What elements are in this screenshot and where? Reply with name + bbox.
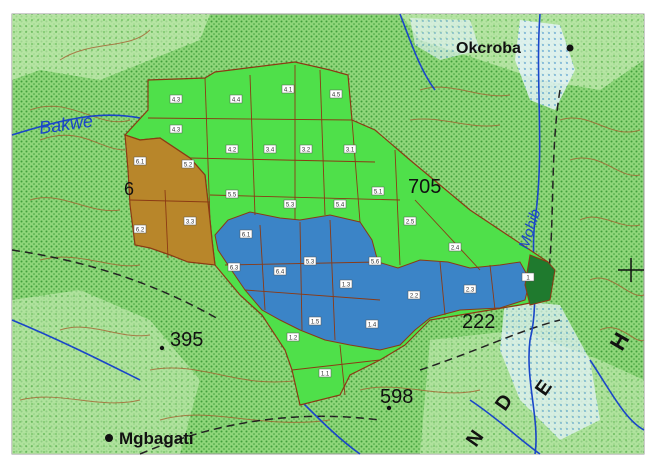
cell-label-text: 4.4	[232, 98, 241, 104]
cell-label-text: 1.2	[289, 336, 298, 342]
cell-label-text: 6.1	[242, 233, 251, 239]
cell-label: 6.1	[239, 229, 253, 239]
cell-label: 1.1	[318, 368, 332, 378]
cell-label-text: 3.3	[186, 220, 195, 226]
height-598-marker	[386, 405, 392, 411]
cell-label: 2.3	[463, 284, 477, 294]
cell-label-text: 2.3	[466, 288, 475, 294]
cell-label-text: 2.5	[406, 220, 415, 226]
cell-label-text: 6.1	[136, 160, 145, 166]
cell-label-text: 4.2	[228, 148, 237, 154]
water-marsh-patch	[515, 20, 575, 110]
cell-label-text: 5.3	[306, 260, 315, 266]
cell-label-text: 4.5	[332, 93, 341, 99]
contour-lines	[19, 29, 645, 423]
cell-label-text: 5.5	[228, 193, 237, 199]
mgbagati-label: Mgbagati	[119, 429, 194, 448]
cell-label: 2.4	[448, 242, 462, 252]
cell-label: 3.4	[263, 144, 277, 154]
grid-cross-marker	[618, 258, 644, 282]
cell-labels: 4.3 4.4 4.1 4.5 4.3 4.2 3.4 3.2 3.1 5.1 5.2 5.5 5.3 5…	[133, 84, 535, 378]
okcroba-marker[interactable]	[566, 44, 574, 52]
cell-label: 4.3	[169, 124, 183, 134]
cell-label-text: 1.1	[321, 372, 330, 378]
cell-label: 6.4	[273, 266, 287, 276]
cell-label: 4.3	[169, 94, 183, 104]
cell-label-text: 3.4	[266, 148, 275, 154]
cell-label-text: 6.3	[230, 266, 239, 272]
cell-label-text: 1	[526, 276, 530, 282]
cell-label-text: 5.4	[336, 203, 345, 209]
cell-label: 2.5	[403, 216, 417, 226]
cell-label-text: 5.6	[371, 260, 380, 266]
cell-label-text: 4.1	[284, 88, 293, 94]
cell-label: 5.1	[371, 186, 385, 196]
light-terrain-patch	[12, 290, 200, 454]
cell-label: 3.2	[299, 144, 313, 154]
cell-label: 1.2	[286, 332, 300, 342]
height-395-label: 395	[170, 329, 203, 351]
cell-label-text: 1.5	[311, 320, 320, 326]
cell-label: 6.2	[133, 224, 147, 234]
cell-label-text: 5.3	[286, 203, 295, 209]
cell-label: 3.3	[183, 216, 197, 226]
cell-label: 5.3	[303, 256, 317, 266]
bakwe-river	[11, 114, 141, 136]
cell-label: 4.2	[225, 144, 239, 154]
survey-area[interactable]: 4.3 4.4 4.1 4.5 4.3 4.2 3.4 3.2 3.1 5.1 5.2 5.5 5.3 5…	[123, 61, 556, 406]
cell-label-text: 1.4	[368, 323, 377, 329]
cell-label: 1	[521, 272, 535, 282]
cell-label-text: 1.3	[342, 283, 351, 289]
cell-label-text: 3.2	[302, 148, 311, 154]
height-598-label: 598	[380, 386, 413, 408]
cell-label-text: 5.2	[184, 163, 193, 169]
cell-label-text: 3.1	[346, 148, 355, 154]
light-terrain-patch	[12, 14, 210, 80]
cell-label: 4.1	[281, 84, 295, 94]
cell-label: 4.4	[229, 94, 243, 104]
okcroba-label: Okcroba	[456, 40, 521, 57]
water-marsh-patch	[500, 300, 600, 440]
height-395-marker	[159, 345, 165, 351]
cell-label-text: 2.4	[451, 246, 460, 252]
cell-label: 5.4	[333, 199, 347, 209]
cell-label-text: 5.1	[374, 190, 383, 196]
water-marsh-patch	[410, 18, 480, 60]
cell-label-text: 2.2	[410, 294, 419, 300]
cell-label: 1.4	[365, 319, 379, 329]
cell-label: 6.1	[133, 156, 147, 166]
cell-label: 4.5	[329, 89, 343, 99]
cell-label-text: 6.2	[136, 228, 145, 234]
cell-label: 5.5	[225, 189, 239, 199]
cell-label: 5.3	[283, 199, 297, 209]
cell-label: 3.1	[343, 144, 357, 154]
height-222-label: 222	[462, 311, 495, 333]
cell-label-text: 6.4	[276, 270, 285, 276]
cell-label: 5.2	[181, 159, 195, 169]
cell-label: 6.3	[227, 262, 241, 272]
dark-green-zone[interactable]	[524, 254, 556, 306]
plot-grid	[129, 65, 496, 396]
cell-label: 1.5	[308, 316, 322, 326]
cell-label: 5.6	[368, 256, 382, 266]
height-6-label: 6	[124, 179, 134, 199]
cell-label-text: 4.3	[172, 98, 181, 104]
cell-label: 1.3	[339, 279, 353, 289]
tracks	[11, 89, 561, 455]
mgbagati-marker[interactable]	[105, 434, 113, 442]
cell-label: 2.2	[407, 290, 421, 300]
cell-label-text: 4.3	[172, 128, 181, 134]
height-705-label: 705	[408, 176, 441, 198]
